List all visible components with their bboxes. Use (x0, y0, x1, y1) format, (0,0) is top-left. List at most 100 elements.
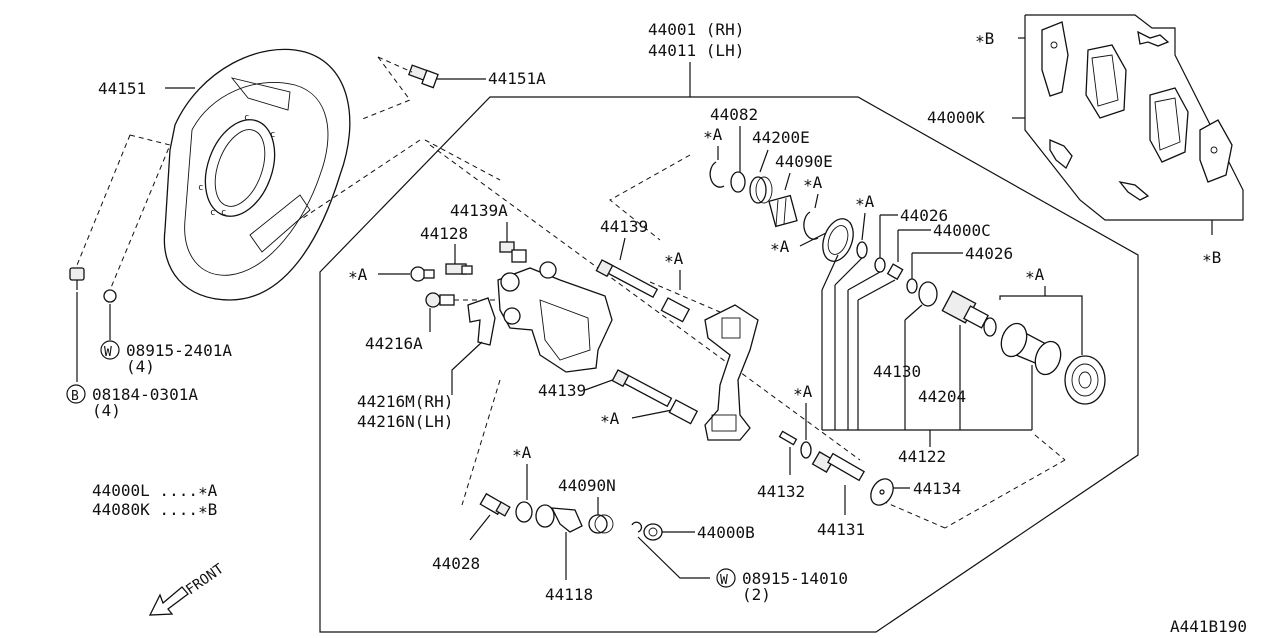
label-44000k: 44000K (927, 108, 985, 127)
bracket-bolt-a (425, 292, 455, 308)
snap-ring-2 (803, 211, 819, 240)
piston-ring (918, 281, 938, 307)
label-44118: 44118 (545, 585, 593, 604)
svg-text:c c: c c (210, 208, 226, 218)
bolt-b-qty: (4) (92, 401, 121, 420)
seal-44026-a (874, 257, 886, 273)
star-b-top: ∗B (975, 29, 994, 48)
label-44139a: 44139A (450, 201, 508, 220)
caliper-body (497, 261, 613, 373)
spring-44200e (749, 176, 773, 204)
label-44090e: 44090E (775, 152, 833, 171)
star-a-44132: ∗A (793, 382, 813, 401)
label-44090n: 44090N (558, 476, 616, 495)
shim-2 (1199, 119, 1233, 183)
star-b-bottom: ∗B (1202, 248, 1221, 267)
dust-plate: c c c c c (163, 48, 351, 301)
bolt-b (69, 267, 85, 290)
washer-w2-symbol (716, 568, 736, 588)
spring-44090e (768, 194, 798, 228)
label-44028: 44028 (432, 554, 480, 573)
nut-44000b (643, 523, 663, 541)
sleeve-44028 (479, 492, 511, 517)
o-ring-small (856, 241, 868, 259)
label-44026-top: 44026 (900, 206, 948, 225)
label-44132: 44132 (757, 482, 805, 501)
clip-3 (1118, 181, 1150, 201)
bolt-b-part: 08184-0301A (92, 385, 198, 404)
front-arrow: FRONT (148, 561, 227, 616)
bottom-o-ring (515, 501, 533, 523)
svg-text:c: c (244, 113, 249, 123)
screw-44131 (811, 451, 865, 482)
washer-w2-letter: W (720, 573, 728, 588)
label-44000b: 44000B (697, 523, 755, 542)
slide-pin-lower (611, 369, 673, 408)
label-44131: 44131 (817, 520, 865, 539)
boot-ring (730, 171, 746, 193)
shim-1 (1041, 21, 1069, 97)
pad-2 (1149, 87, 1189, 163)
label-44216n: 44216N(LH) (357, 412, 453, 431)
small-pin-44132 (778, 430, 798, 446)
label-44026-mid: 44026 (965, 244, 1013, 263)
kit-44000c-part (886, 263, 904, 281)
bleeder-cap (410, 266, 435, 282)
star-a-ring-small: ∗A (855, 192, 875, 211)
caliper-lh-label: 44011 (LH) (648, 41, 744, 60)
label-44139-upper: 44139 (600, 217, 648, 236)
slide-pin-upper (595, 259, 659, 299)
pin-boot-lower (668, 399, 699, 425)
spring-44090n (588, 514, 614, 534)
washer-part (103, 289, 117, 303)
label-44151a: 44151A (488, 69, 546, 88)
clip-small (631, 521, 643, 533)
washer-w2-part: 08915-14010 (742, 569, 848, 588)
piston-44122 (1000, 322, 1062, 376)
label-44204: 44204 (918, 387, 966, 406)
seal-44026-b (906, 278, 918, 294)
star-a-pin-upper: ∗A (664, 249, 684, 268)
label-44082: 44082 (710, 105, 758, 124)
washer-44134 (870, 478, 894, 506)
bolt-b-letter: B (71, 389, 79, 404)
adjuster-spindle (941, 290, 989, 329)
label-44134: 44134 (913, 479, 961, 498)
label-44216m: 44216M(RH) (357, 392, 453, 411)
star-a-pin-lower: ∗A (600, 409, 620, 428)
piston-seal (822, 218, 854, 262)
clip-2 (1049, 139, 1073, 170)
star-a-piston: ∗A (1025, 265, 1045, 284)
o-ring-44132 (800, 441, 812, 459)
star-a-bottom: ∗A (512, 443, 532, 462)
washer-w-letter: W (104, 345, 112, 360)
plate-bolt (407, 64, 439, 89)
guide-bracket (467, 297, 496, 346)
pin-boot-upper (660, 297, 691, 323)
small-o-ring (983, 317, 997, 337)
washer-w-qty: (4) (126, 357, 155, 376)
diagram-code: A441B190 (1170, 617, 1247, 636)
clip-1 (1137, 30, 1170, 47)
label-44130: 44130 (873, 362, 921, 381)
washer-w-symbol (100, 340, 120, 360)
bolt-b-symbol (66, 384, 86, 404)
torque-member (704, 304, 759, 441)
bottom-spring (535, 504, 555, 528)
snap-ring-1 (709, 161, 725, 188)
pad-1 (1085, 44, 1127, 119)
svg-text:FRONT: FRONT (183, 561, 227, 599)
svg-text:c: c (198, 183, 203, 193)
star-a-boot: ∗A (703, 125, 723, 144)
piston-bearing (1064, 355, 1106, 405)
label-44122: 44122 (898, 447, 946, 466)
caliper-rh-label: 44001 (RH) (648, 20, 744, 39)
star-a-big-seal: ∗A (770, 237, 790, 256)
label-44151: 44151 (98, 79, 146, 98)
label-44128: 44128 (420, 224, 468, 243)
star-a-seal: ∗A (803, 173, 823, 192)
lever-44118 (550, 507, 583, 533)
label-44200e: 44200E (752, 128, 810, 147)
washer-w-part: 08915-2401A (126, 341, 232, 360)
caliper-group-frame (319, 96, 1139, 633)
